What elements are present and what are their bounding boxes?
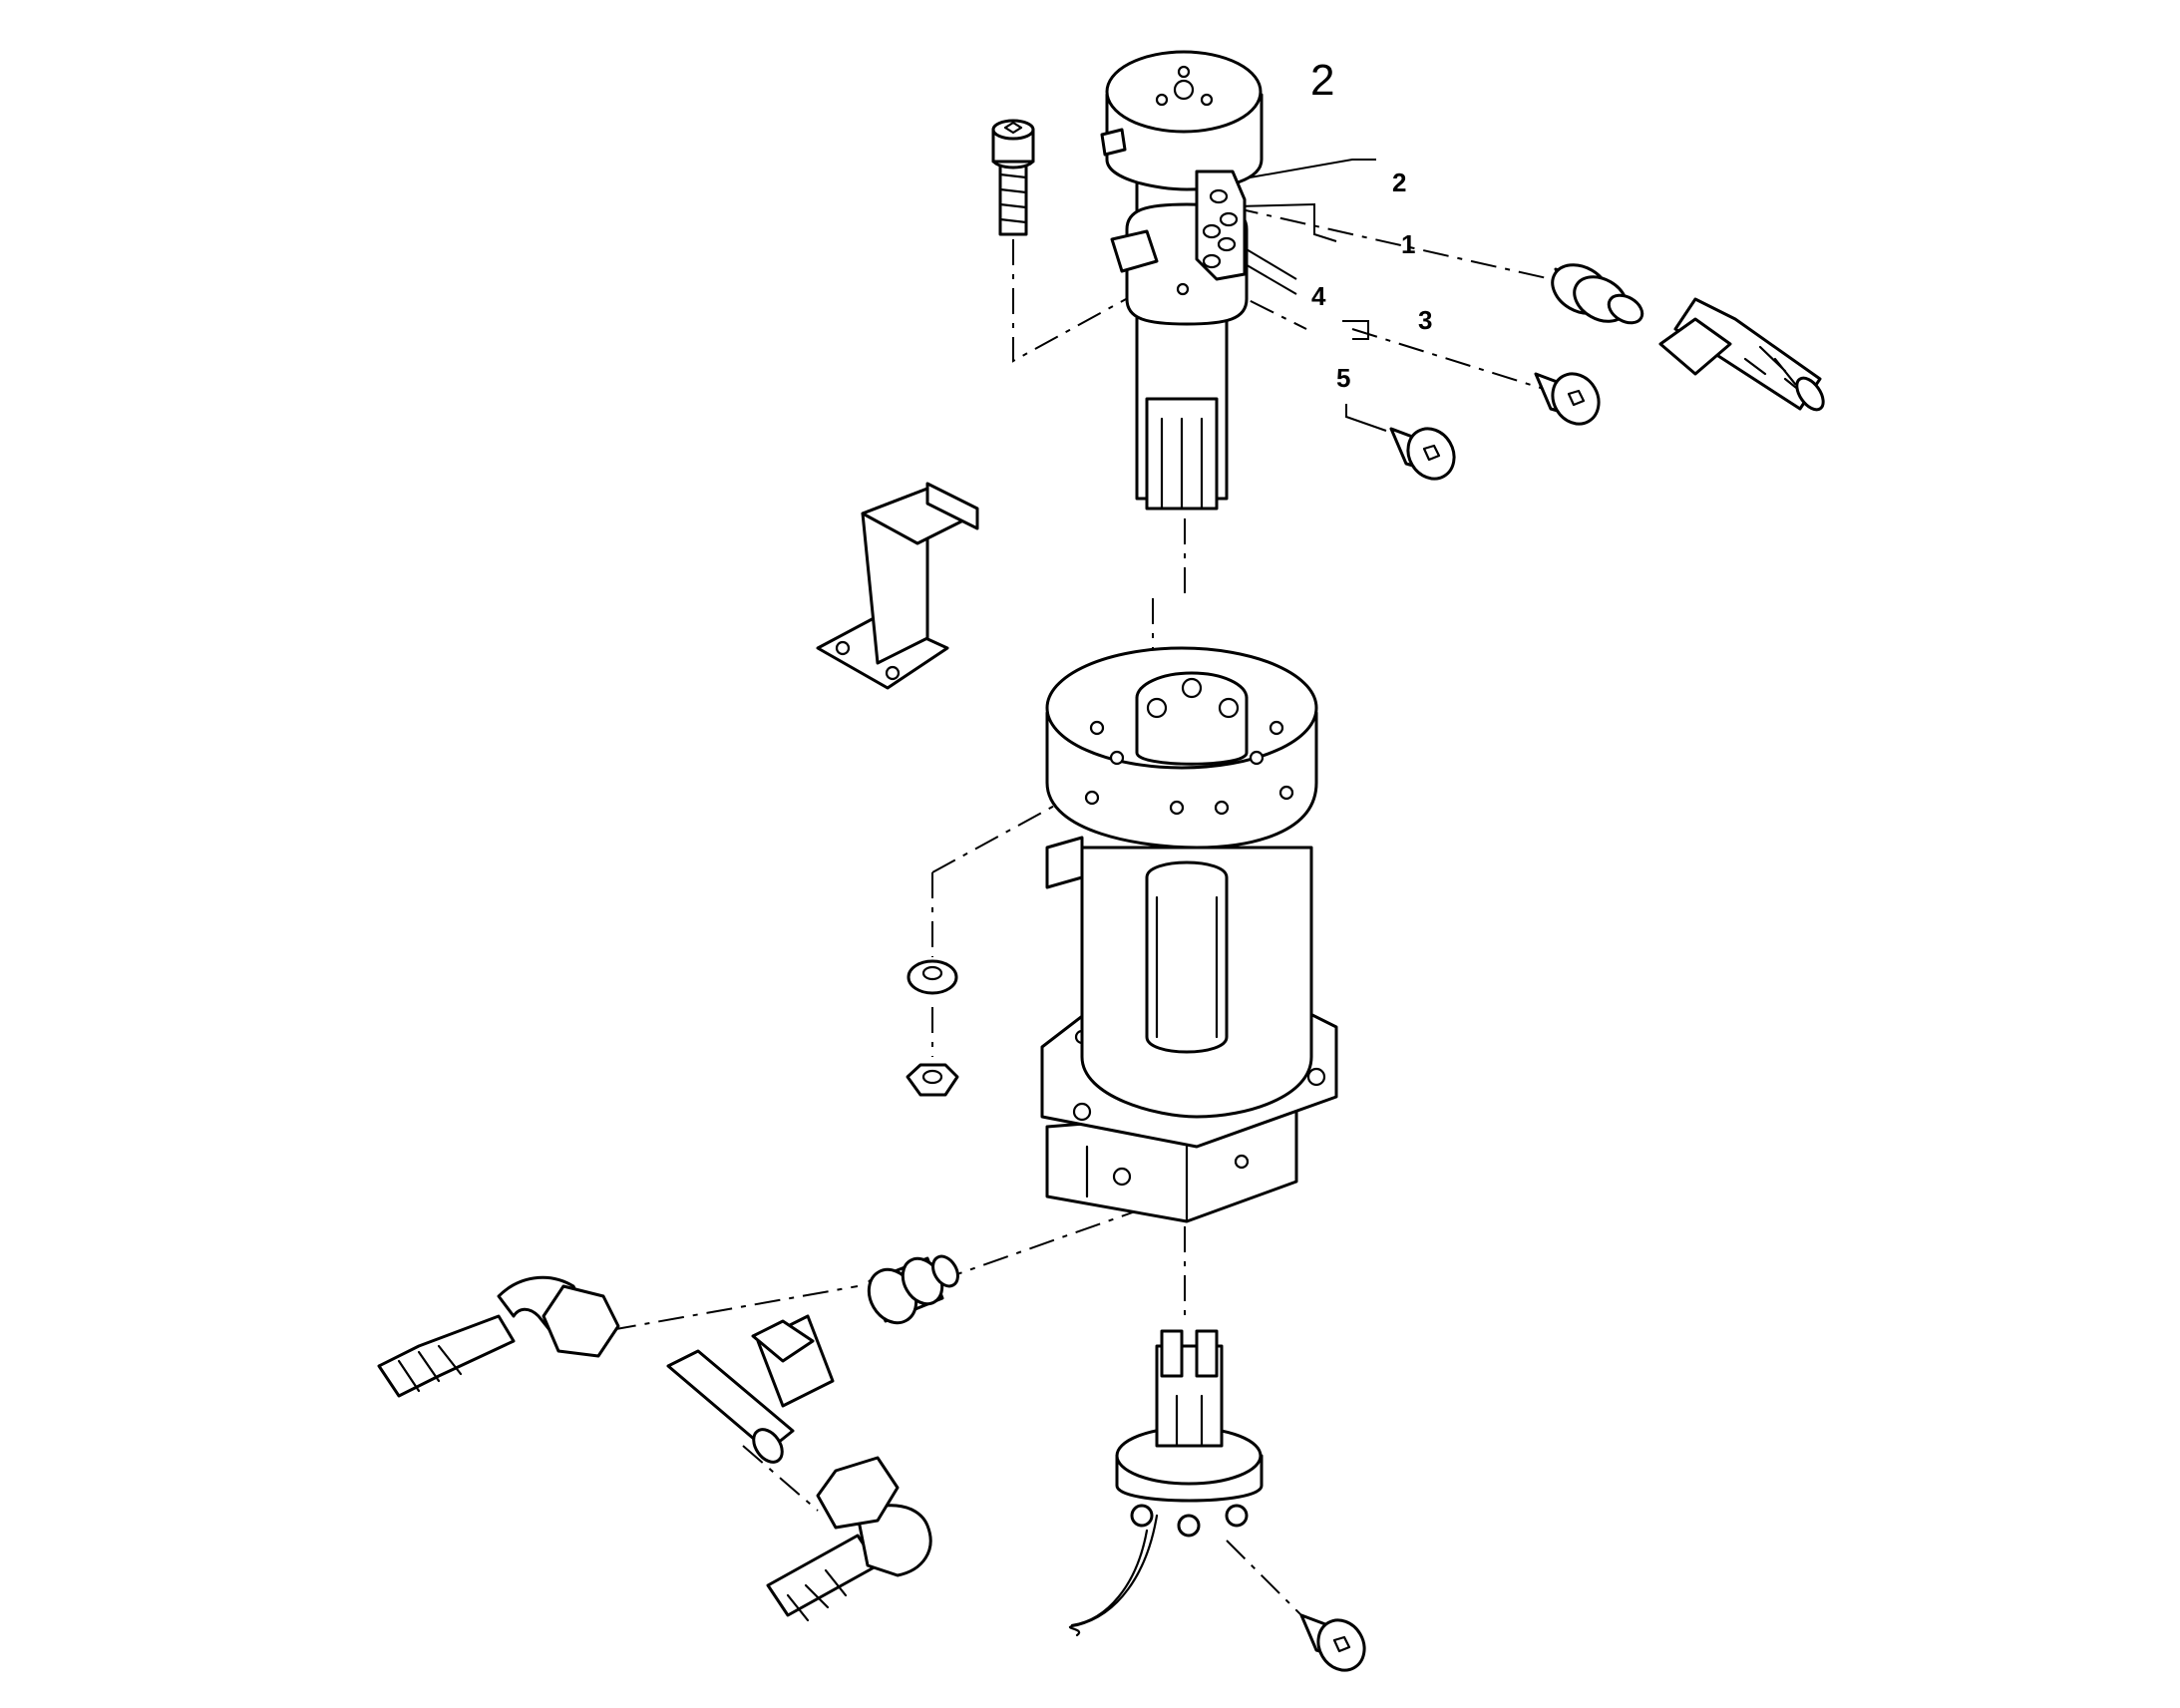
flat-washer (907, 959, 958, 995)
callout-5: 5 (1336, 363, 1350, 393)
hose-assembly-left (377, 1275, 620, 1398)
socket-head-screw-long (991, 119, 1035, 236)
straight-connector-bottom (867, 1254, 959, 1325)
callout-labels: 2 1 4 3 5 (1311, 168, 1432, 393)
socket-screw-right (1534, 372, 1601, 426)
callout-2: 2 (1392, 168, 1406, 197)
hex-nut (906, 1063, 959, 1097)
socket-screw-bottom (1299, 1613, 1366, 1672)
callout-leaders (1229, 159, 1387, 432)
straight-connector-top (1551, 263, 1644, 325)
socket-screw-center (1389, 427, 1456, 481)
tee-fitting (666, 1314, 835, 1464)
rotary-distributor (1100, 50, 1264, 511)
hose-assembly-bottom (766, 1456, 932, 1622)
callout-4: 4 (1311, 281, 1326, 311)
coupling-with-cable (1068, 1329, 1264, 1637)
hose-assembly-top (1658, 297, 1825, 412)
mounting-bracket (816, 482, 979, 690)
rotary-drive-motor (1040, 646, 1338, 1223)
callout-1: 1 (1401, 229, 1415, 259)
callout-3: 3 (1418, 305, 1432, 335)
diagram-title-number: 2 (1310, 56, 1334, 105)
